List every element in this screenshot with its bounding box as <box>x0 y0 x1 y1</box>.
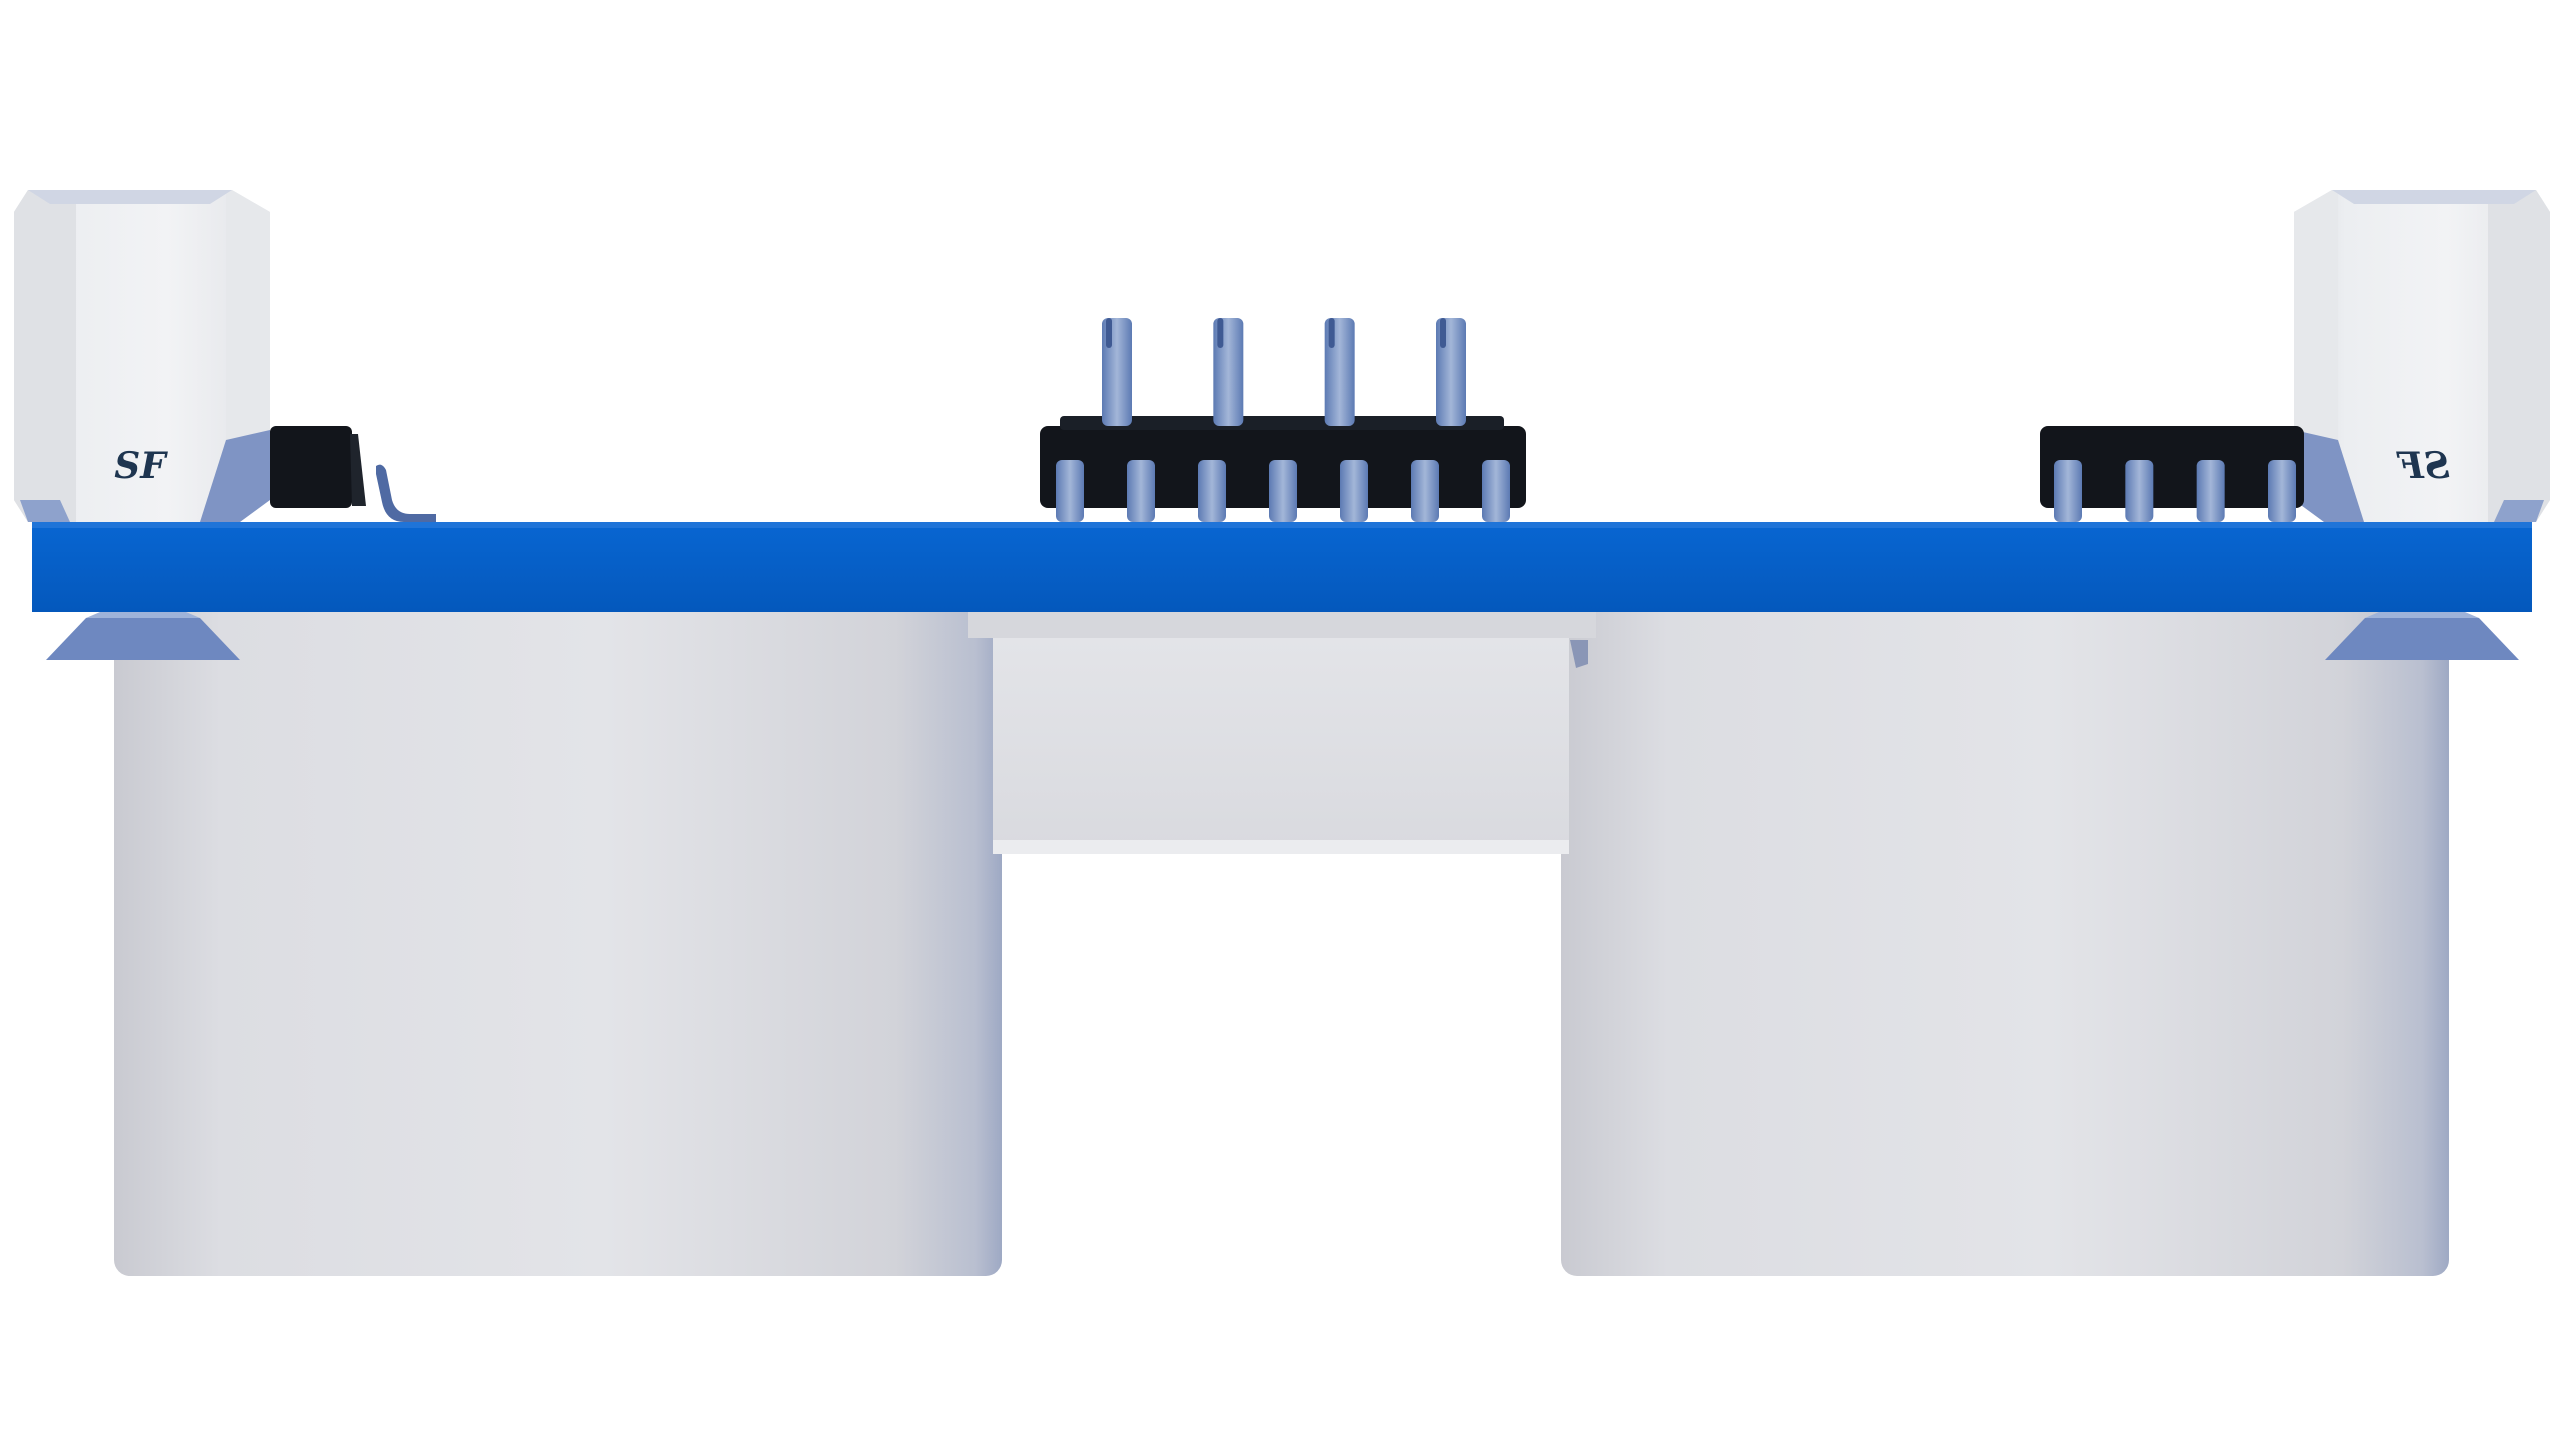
header-pin-tip <box>1328 318 1335 348</box>
right-transducer <box>1561 612 2449 1276</box>
main-ic-pin <box>1482 460 1510 522</box>
right-ic-pin <box>2268 460 2296 522</box>
right-ic <box>2040 426 2304 522</box>
main-ic-pin <box>1411 460 1439 522</box>
header-pin-tip <box>1440 318 1446 348</box>
main-ic-pin <box>1198 460 1226 522</box>
right-ic-pin <box>2125 460 2154 522</box>
main-ic-pin <box>1056 460 1084 522</box>
main-ic <box>1040 416 1526 522</box>
pcb-board <box>32 522 2532 612</box>
left-smd-component <box>270 426 436 522</box>
right-ic-pin <box>2196 460 2225 522</box>
right-standoff-logo: SF <box>2396 445 2450 487</box>
right-ic-pin <box>2054 460 2082 522</box>
right-standoff: SF <box>2294 190 2550 522</box>
left-transducer <box>114 612 1002 1276</box>
main-ic-pin <box>1127 460 1155 522</box>
right-bottom-cone <box>2325 612 2519 660</box>
main-ic-pin <box>1269 460 1297 522</box>
header-pin-tip <box>1106 318 1112 348</box>
header-pins <box>1102 318 1466 426</box>
crystal-block <box>968 612 1596 854</box>
left-standoff: SF <box>14 190 270 522</box>
main-ic-pins <box>1056 460 1510 522</box>
left-standoff-logo: SF <box>114 445 168 487</box>
right-ic-pins <box>2054 460 2296 522</box>
main-ic-pin <box>1340 460 1368 522</box>
header-pin-tip <box>1217 318 1224 348</box>
left-bottom-cone <box>46 612 240 660</box>
